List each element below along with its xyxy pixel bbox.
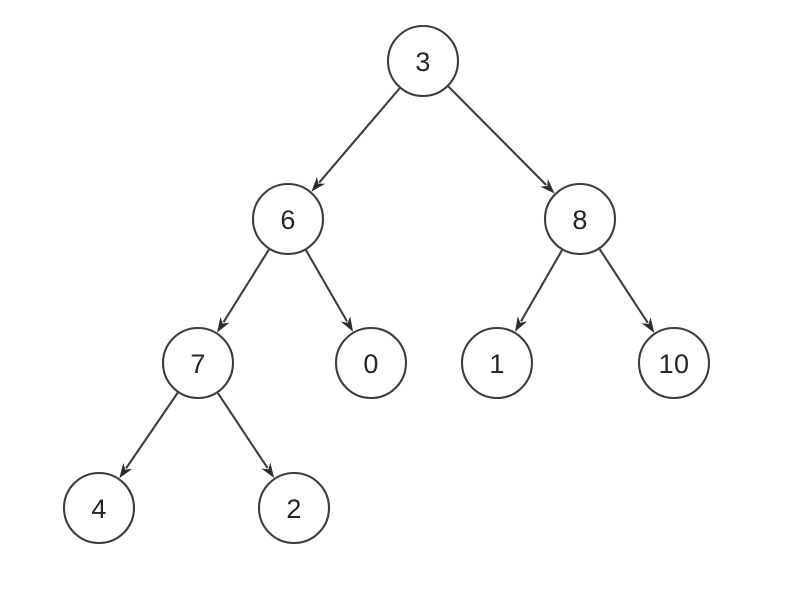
node-label: 4 [91,494,106,524]
tree-node-8[interactable]: 8 [543,182,617,256]
arrowhead-icon [261,462,275,478]
edge-line [305,249,348,322]
node-circle[interactable] [257,471,331,545]
edge-line [447,85,547,186]
edge-line [216,392,269,469]
arrowhead-icon [340,316,354,332]
node-circle[interactable] [62,471,136,545]
arrowhead-icon [540,179,555,194]
tree-edge-3-to-6 [311,87,401,192]
tree-edge-8-to-10 [598,248,655,333]
edge-line [125,392,179,469]
node-circle[interactable] [161,326,235,400]
node-circle[interactable] [334,326,408,400]
arrowhead-icon [311,176,326,192]
tree-node-7[interactable]: 7 [161,326,235,400]
arrowhead-icon [641,317,655,333]
edge-line [222,248,270,323]
tree-node-10[interactable]: 10 [637,326,711,400]
tree-node-4[interactable]: 4 [62,471,136,545]
node-circle[interactable] [386,24,460,98]
tree-node-6[interactable]: 6 [251,182,325,256]
edge-line [520,249,563,322]
nodes-layer: 3 6 8 7 0 1 10 4 2 [62,24,711,545]
edges-layer [119,85,655,479]
tree-node-3[interactable]: 3 [386,24,460,98]
tree-edge-8-to-1 [514,249,563,332]
tree-edge-6-to-0 [305,249,354,332]
node-circle[interactable] [460,326,534,400]
arrowhead-icon [119,462,133,479]
arrowhead-icon [514,316,528,332]
node-label: 6 [280,205,295,235]
node-label: 1 [489,349,504,379]
node-label: 2 [286,494,301,524]
edge-line [598,248,649,324]
arrowhead-icon [217,316,230,333]
node-circle[interactable] [543,182,617,256]
tree-node-0[interactable]: 0 [334,326,408,400]
node-label: 7 [190,349,205,379]
node-label: 8 [572,205,587,235]
tree-node-2[interactable]: 2 [257,471,331,545]
edge-line [318,87,401,184]
node-circle[interactable] [637,326,711,400]
tree-edge-7-to-4 [119,392,179,479]
node-label: 10 [659,349,690,379]
tree-edge-6-to-7 [217,248,270,333]
tree-node-1[interactable]: 1 [460,326,534,400]
node-circle[interactable] [251,182,325,256]
tree-edge-3-to-8 [447,85,555,194]
node-label: 3 [415,47,430,77]
node-label: 0 [363,349,378,379]
tree-edge-7-to-2 [216,392,275,478]
